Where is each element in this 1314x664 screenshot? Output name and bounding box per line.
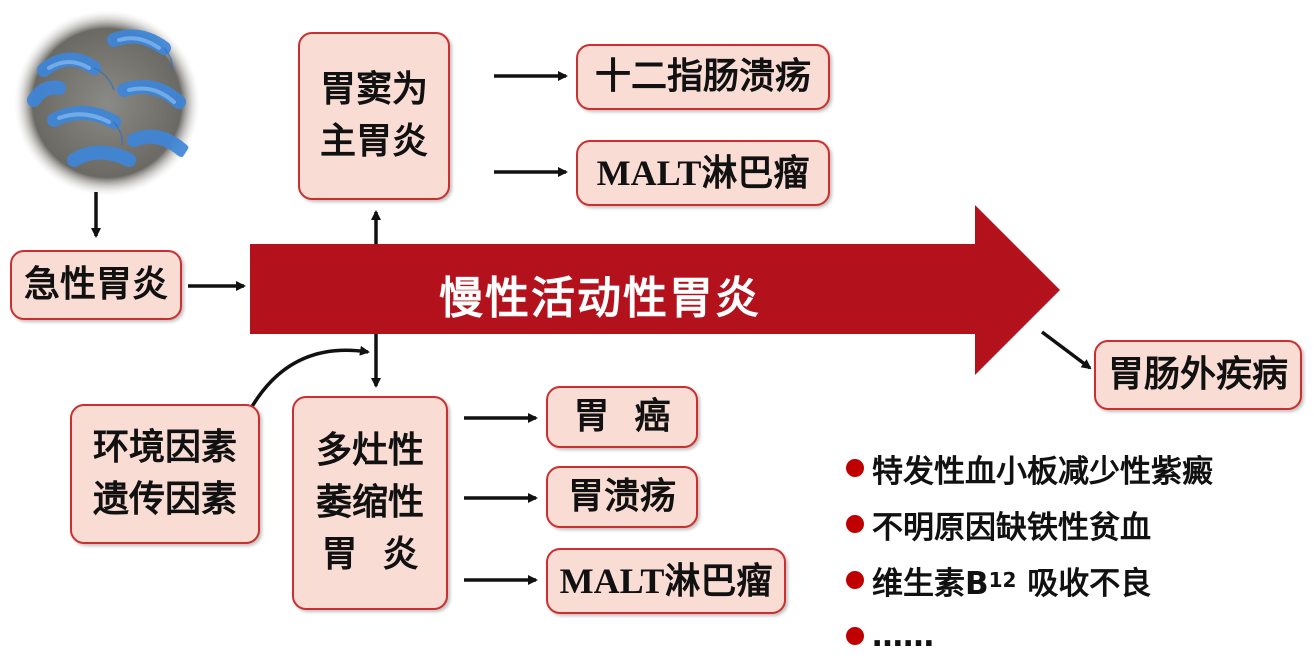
malt-lymphoma-top-box: MALT淋巴瘤 [576,140,830,206]
bacteria-illustration [14,10,200,196]
gastric-cancer-box: 胃 癌 [546,386,698,448]
main-arrow-shape [250,205,1060,375]
bullet-dot-icon [846,515,864,533]
antral-gastritis-line-1: 胃窦为 [319,68,428,110]
main-arrow-label: 慢性活动性胃炎 [439,273,761,324]
antral-gastritis-box: 胃窦为 主胃炎 [298,32,450,200]
malt-lymphoma-top-label: MALT淋巴瘤 [596,152,810,193]
atrophic-gastritis-line-2: 萎缩性 [315,481,424,523]
extragastric-disease-box: 胃肠外疾病 [1094,340,1302,410]
malt-lymphoma-bottom-label: MALT淋巴瘤 [559,560,773,601]
list-item: 特发性血小板减少性紫癜 [846,440,1213,496]
duodenal-ulcer-label: 十二指肠溃疡 [594,55,811,97]
bullet-dot-icon [846,627,864,645]
causes-box: 环境因素 遗传因素 [70,404,260,544]
bullet-dot-icon [846,571,864,589]
atrophic-gastritis-box: 多灶性 萎缩性 胃 炎 [292,396,448,610]
acute-gastritis-label: 急性胃炎 [23,263,168,305]
arrow-causes-curve [248,345,370,411]
gastric-cancer-label: 胃 癌 [573,395,671,437]
causes-line-2: 遗传因素 [92,479,237,520]
list-item: 不明原因缺铁性贫血 [846,496,1213,552]
bullet-dot-icon [846,459,864,477]
gastric-ulcer-box: 胃溃疡 [546,466,698,528]
extragastric-disease-label: 胃肠外疾病 [1107,353,1288,395]
malt-lymphoma-bottom-box: MALT淋巴瘤 [546,548,786,614]
list-item: …… [846,608,1213,664]
acute-gastritis-box: 急性胃炎 [10,250,182,320]
gastric-ulcer-label: 胃溃疡 [567,475,676,517]
duodenal-ulcer-box: 十二指肠溃疡 [576,44,830,110]
arrow-chronic-to-extragastric [1040,330,1092,370]
atrophic-gastritis-line-3: 胃 炎 [321,534,419,576]
causes-line-1: 环境因素 [92,426,237,468]
connector-layer [91,71,1092,585]
antral-gastritis-line-2: 主胃炎 [319,121,428,162]
atrophic-gastritis-line-1: 多灶性 [315,429,424,471]
bacteria-image [14,10,200,196]
